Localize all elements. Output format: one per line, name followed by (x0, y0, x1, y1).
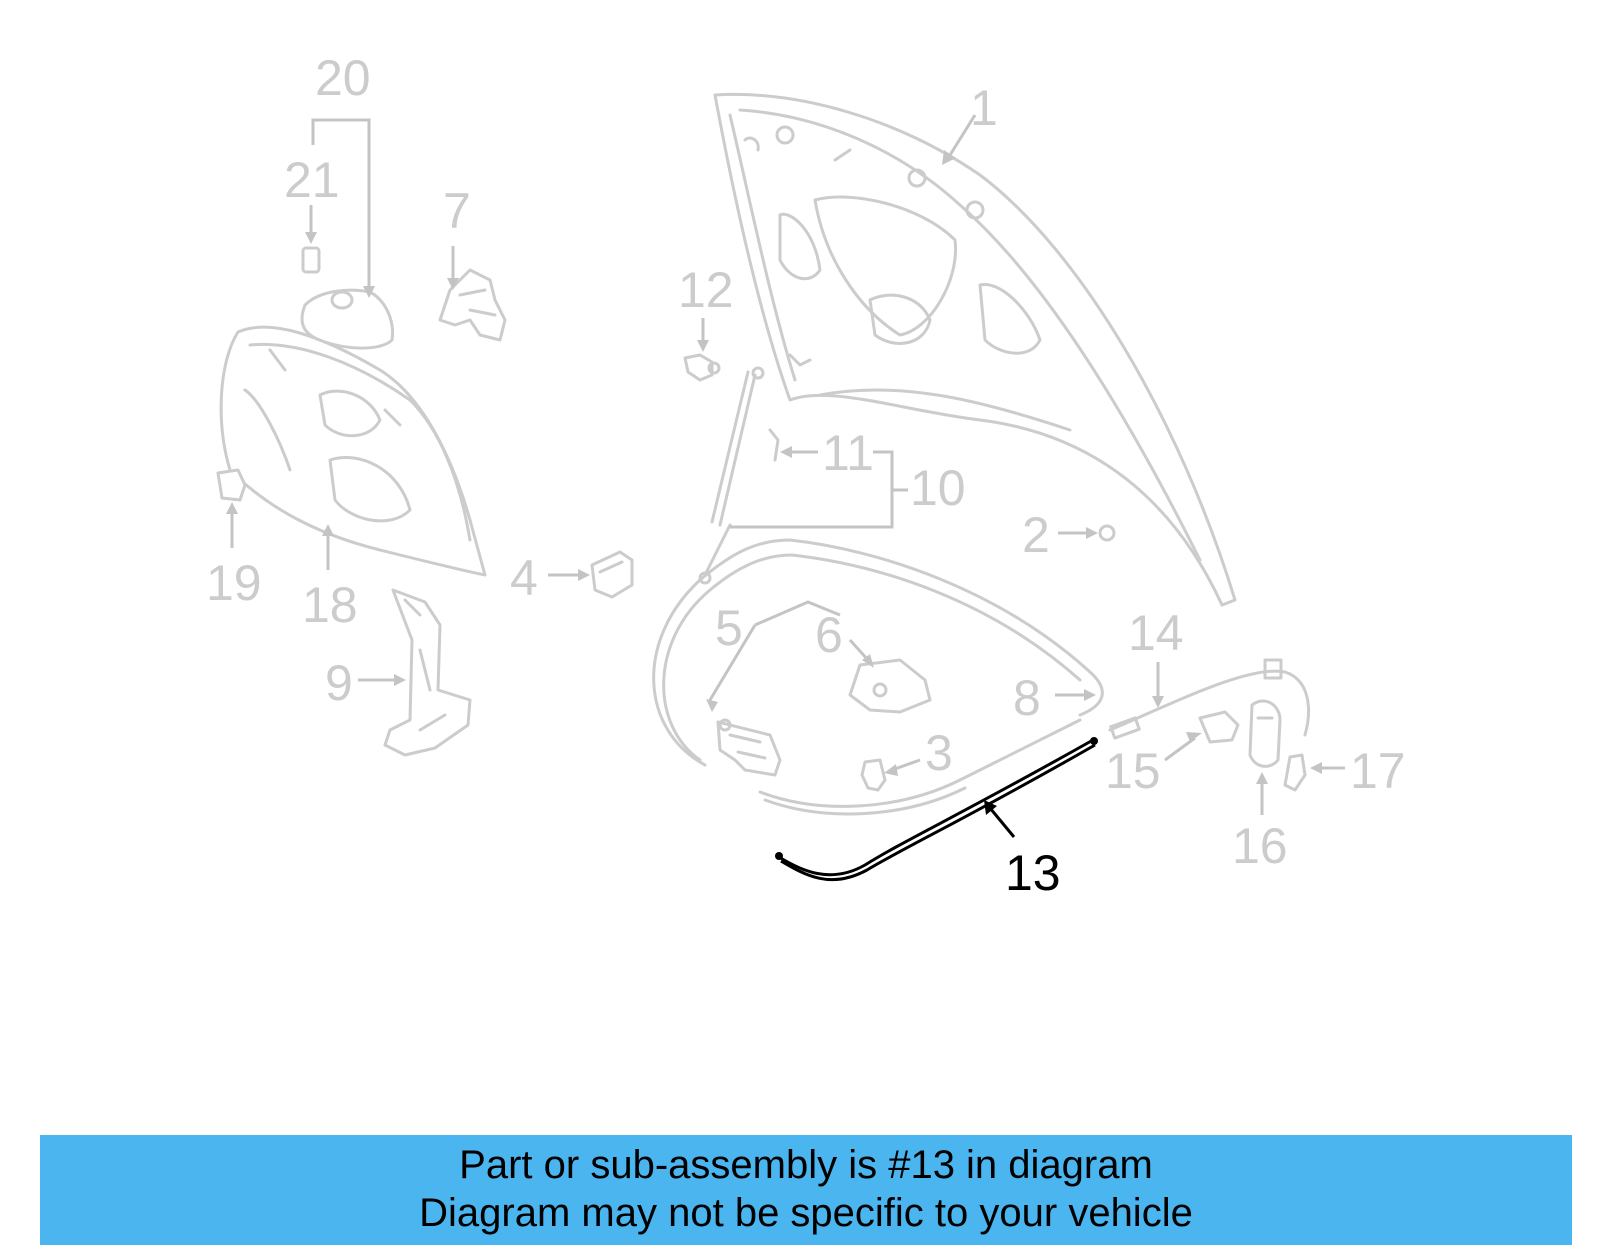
arrowhead-17 (1310, 762, 1322, 774)
arrowhead-6 (862, 654, 874, 668)
arrowhead-9 (394, 674, 406, 686)
callout-10: 10 (910, 460, 966, 516)
arrowhead-8 (1084, 689, 1096, 701)
info-banner: Part or sub-assembly is #13 in diagram D… (40, 1135, 1572, 1245)
callout-11: 11 (822, 425, 874, 481)
bumper-part (590, 550, 634, 599)
callout-21: 21 (284, 152, 340, 208)
callout-20: 20 (315, 50, 371, 106)
arrowhead-11 (780, 446, 792, 458)
release-handle (1248, 699, 1282, 768)
handle-bracket (1198, 710, 1240, 744)
arrowhead-13 (984, 800, 997, 815)
arrowhead-14 (1152, 696, 1164, 708)
arrowhead-3 (884, 764, 898, 776)
washer-nozzle (301, 246, 321, 274)
handle-clip (1283, 753, 1307, 792)
leader-6 (848, 638, 870, 662)
callout-13: 13 (1005, 845, 1061, 901)
arrowhead-2 (1086, 527, 1098, 539)
arrowhead-15 (1186, 732, 1202, 742)
callout-17: 17 (1350, 743, 1406, 799)
callout-8: 8 (1013, 670, 1041, 726)
leader-20 (311, 118, 371, 292)
arrowhead-18 (322, 524, 334, 536)
leader-1 (948, 114, 977, 156)
callout-16: 16 (1232, 818, 1288, 874)
leader-5a (708, 624, 757, 701)
arrowhead-21 (305, 232, 317, 244)
arrowhead-19 (226, 502, 238, 514)
callout-7: 7 (443, 183, 471, 239)
support-bracket (383, 588, 472, 757)
hood-hinge (438, 268, 507, 342)
parts-diagram: 1 2 8 5 6 3 4 (206, 50, 1406, 901)
arrowhead-20 (363, 286, 375, 298)
leader-13 (988, 807, 1016, 838)
arrowhead-7 (447, 278, 459, 290)
callout-14: 14 (1128, 605, 1184, 661)
insulator-retainer (216, 468, 247, 502)
release-cable-highlighted (775, 737, 1098, 882)
front-release-cable (1108, 658, 1310, 740)
hood-panel (713, 92, 1237, 607)
callout-4: 4 (510, 550, 538, 606)
hood-latch (716, 718, 782, 777)
callout-1: 1 (970, 80, 998, 136)
banner-line-2: Diagram may not be specific to your vehi… (419, 1191, 1193, 1235)
plug-part (1098, 524, 1116, 542)
callout-5: 5 (715, 600, 743, 656)
callout-3: 3 (925, 725, 953, 781)
arrowhead-12 (697, 340, 709, 352)
cable-end-left (775, 852, 783, 860)
callout-12: 12 (678, 262, 734, 318)
arrowhead-5 (706, 699, 718, 712)
callout-6: 6 (815, 607, 843, 663)
hood-insulator (219, 325, 487, 577)
striker-part (848, 658, 932, 714)
arrowhead-1 (942, 150, 956, 165)
callout-15: 15 (1105, 743, 1161, 799)
clip-part (860, 758, 887, 792)
callout-2: 2 (1022, 507, 1050, 563)
arrowhead-4 (578, 569, 590, 581)
leader-5b (754, 600, 841, 627)
ball-stud (683, 353, 721, 382)
callout-19: 19 (206, 555, 262, 611)
banner-line-1: Part or sub-assembly is #13 in diagram (459, 1143, 1153, 1187)
cable-end-right (1090, 737, 1098, 745)
support-strut (698, 366, 780, 585)
arrowhead-16 (1256, 772, 1268, 784)
weatherstrip-seal (652, 538, 1104, 816)
washer-cap (300, 288, 395, 350)
callout-9: 9 (325, 655, 353, 711)
callout-18: 18 (302, 577, 358, 633)
